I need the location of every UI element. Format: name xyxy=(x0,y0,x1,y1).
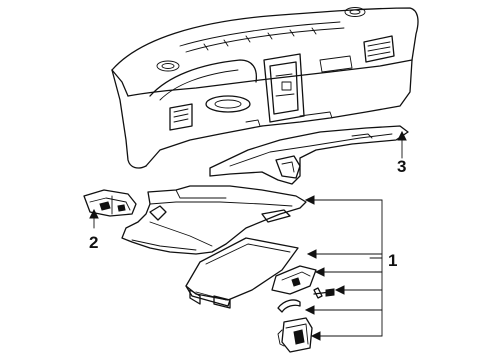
part-1-glove-box-bin xyxy=(121,185,307,255)
callout-3: 3 xyxy=(397,157,406,176)
part-1-striker-pin xyxy=(313,287,335,299)
part-2-bracket xyxy=(83,189,137,217)
callout-1: 1 xyxy=(388,251,397,270)
instrument-panel xyxy=(111,7,419,169)
part-1-lock-cylinder xyxy=(277,317,313,353)
part-1-bumper-clip xyxy=(277,299,301,313)
part-1-latch-handle xyxy=(271,265,317,295)
part-1-glove-box-door xyxy=(185,237,299,309)
part-3-lower-trim-panel xyxy=(209,125,409,185)
leader-lines xyxy=(89,130,407,341)
callout-2: 2 xyxy=(89,233,98,252)
